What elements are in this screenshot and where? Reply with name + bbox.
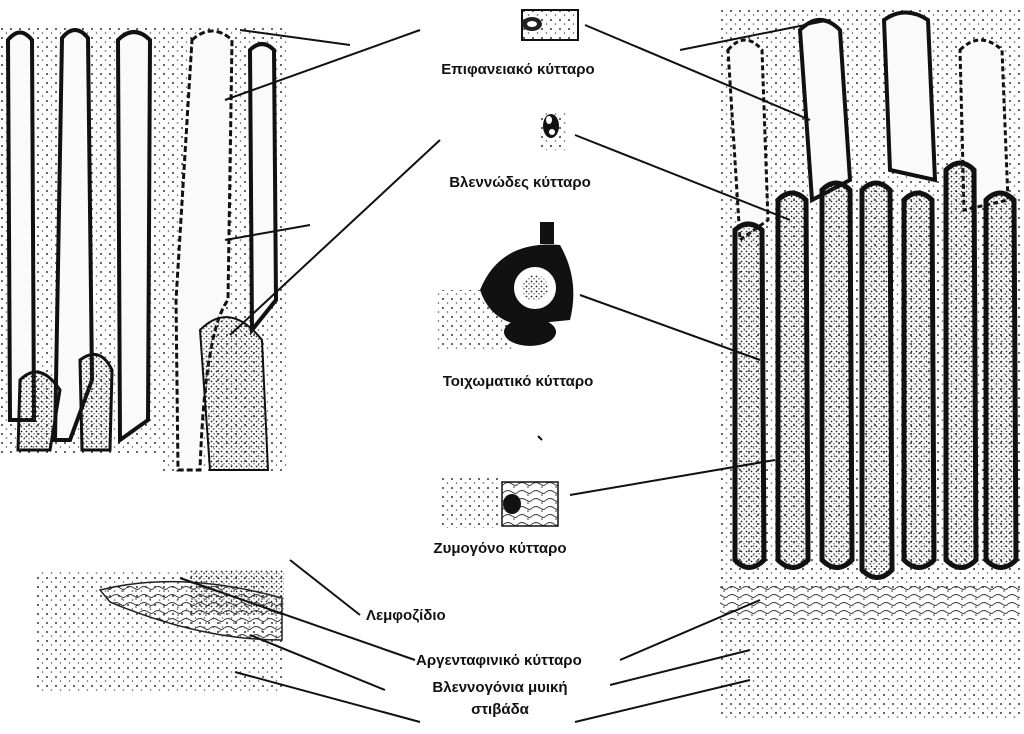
leader-lines [179,19,831,723]
leader-surface-left-1 [239,29,351,46]
left-mucosa-block [0,25,160,453]
label-muscularis-mucosae-line2: στιβάδα [471,701,529,718]
leader-muscularis-left-2 [234,671,421,723]
label-lymphoid-nodule: Λεμφοζίδιο [366,607,446,624]
leader-mucous-right [574,134,791,221]
leader-lymphoid [289,559,361,616]
leader-mucous-left-1 [224,224,311,241]
label-mucous-cell: Βλεννώδες κύτταρο [449,174,591,191]
label-muscularis-mucosae-line1: Βλεννογόνια μυική [432,679,568,696]
parietal-cell-illustration [436,222,574,350]
leader-surface-left-2 [224,29,421,101]
leader-argentaffin-right [619,599,761,661]
leader-surface-right-1 [584,24,811,121]
right-gastric-glands [720,10,1020,620]
leader-parietal-right [579,294,761,361]
surface-cell-illustration [521,9,579,41]
label-parietal-cell: Τοιχωματικό κύτταρο [442,373,594,390]
label-surface-cell: Επιφανειακό κύτταρο [441,61,595,78]
zymogen-cell-illustration [440,435,559,528]
leader-argentaffin-left [179,577,416,661]
leader-muscularis-right-2 [574,679,751,723]
lamina-propria-region [36,570,284,692]
label-argentaffin-cell: Αργενταφινικό κύτταρο [416,652,582,669]
leader-surface-right-2 [679,19,831,51]
leader-muscularis-left-1 [249,634,386,691]
left-mucosa-block-2 [160,25,288,473]
submucosa-region [720,620,1020,720]
leader-muscularis-right-1 [609,649,751,686]
mucous-cell-illustration [540,112,566,150]
label-zymogen-cell: Ζυμογόνο κύτταρο [433,540,567,557]
leader-mucous-left-2 [229,139,441,336]
leader-zymogen-right [569,459,776,496]
